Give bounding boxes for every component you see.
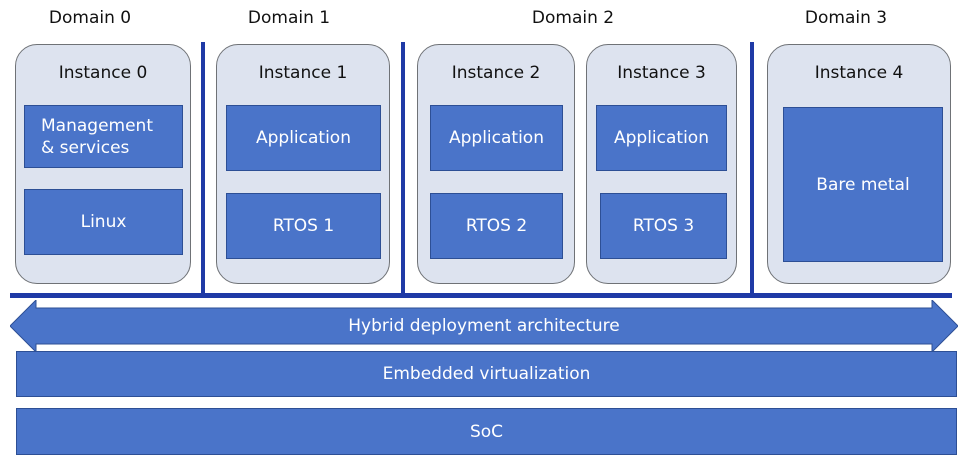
instance-3: Instance 3 Application RTOS 3 <box>586 44 737 284</box>
instance-3-application-block: Application <box>596 105 727 171</box>
hybrid-deployment-label: Hybrid deployment architecture <box>348 316 620 336</box>
domain-label-3: Domain 3 <box>804 8 888 28</box>
instance-4-bare-metal-label: Bare metal <box>816 174 910 195</box>
instance-4: Instance 4 Bare metal <box>767 44 951 284</box>
embedded-virtualization-label: Embedded virtualization <box>382 364 591 384</box>
instance-2-rtos-label: RTOS 2 <box>465 216 528 236</box>
soc-bar: SoC <box>16 408 957 455</box>
instance-2-application-label: Application <box>449 128 544 148</box>
instance-3-rtos-block: RTOS 3 <box>600 193 727 259</box>
domain-label-2: Domain 2 <box>531 8 615 28</box>
domain-label-1: Domain 1 <box>247 8 331 28</box>
instance-3-application-label: Application <box>614 128 709 148</box>
instance-3-title: Instance 3 <box>617 63 706 83</box>
embedded-virtualization-bar: Embedded virtualization <box>16 351 957 397</box>
instance-0-management-label: Management & services <box>41 115 153 158</box>
instance-1-rtos-block: RTOS 1 <box>226 193 381 259</box>
instance-1-application-block: Application <box>226 105 381 171</box>
instance-1: Instance 1 Application RTOS 1 <box>216 44 390 284</box>
instance-0-linux-label: Linux <box>80 212 127 232</box>
instance-2-application-block: Application <box>430 105 563 171</box>
instance-2-title: Instance 2 <box>451 63 541 83</box>
instance-0-linux-block: Linux <box>24 189 183 255</box>
instance-0: Instance 0 Management & services Linux <box>15 44 191 284</box>
domain-label-0: Domain 0 <box>48 8 132 28</box>
instance-2: Instance 2 Application RTOS 2 <box>417 44 575 284</box>
domain-divider-1 <box>201 42 205 294</box>
instance-4-bare-metal-block: Bare metal <box>783 107 943 262</box>
instance-0-title: Instance 0 <box>58 63 148 83</box>
instance-2-rtos-block: RTOS 2 <box>430 193 563 259</box>
instance-1-title: Instance 1 <box>258 63 348 83</box>
instance-1-application-label: Application <box>256 128 351 148</box>
soc-label: SoC <box>469 421 504 442</box>
instance-3-rtos-label: RTOS 3 <box>632 216 695 236</box>
instance-4-title: Instance 4 <box>814 63 904 83</box>
instance-0-management-block: Management & services <box>24 105 183 168</box>
double-arrow-shape <box>10 300 958 352</box>
domain-divider-3 <box>750 42 754 294</box>
domain-base-line <box>10 293 952 298</box>
instance-1-rtos-label: RTOS 1 <box>272 216 335 236</box>
hybrid-deployment-arrow: Hybrid deployment architecture <box>10 300 958 352</box>
domain-divider-2 <box>401 42 405 294</box>
